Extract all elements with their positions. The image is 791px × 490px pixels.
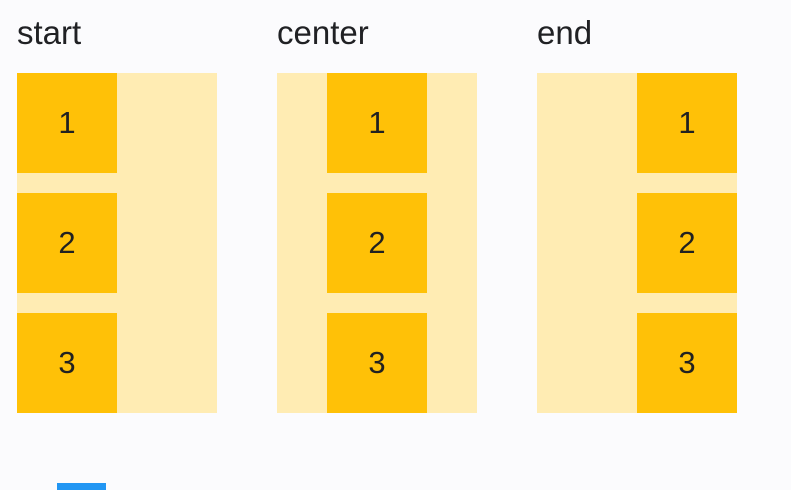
column-end: end 1 2 3: [537, 14, 737, 413]
box-number: 1: [678, 105, 696, 140]
box-number: 1: [368, 105, 386, 140]
column-label: end: [537, 14, 593, 51]
column-start: start 1 2 3: [17, 14, 217, 413]
flex-item-box: 1: [327, 73, 427, 173]
box-number: 3: [678, 345, 696, 380]
column-label: center: [277, 14, 369, 51]
alignment-demo-row: start 1 2 3 center 1 2 3 e: [17, 14, 737, 413]
alignment-container-center: 1 2 3: [277, 73, 477, 413]
box-number: 2: [678, 225, 696, 260]
flex-item-box: 2: [637, 193, 737, 293]
flex-item-box: 1: [17, 73, 117, 173]
alignment-container-end: 1 2 3: [537, 73, 737, 413]
flex-item-box: 3: [17, 313, 117, 413]
flex-item-box: 2: [17, 193, 117, 293]
column-center: center 1 2 3: [277, 14, 477, 413]
box-number: 3: [368, 345, 386, 380]
flex-item-box: 1: [637, 73, 737, 173]
box-number: 3: [58, 345, 76, 380]
box-number: 2: [58, 225, 76, 260]
alignment-container-start: 1 2 3: [17, 73, 217, 413]
flex-item-box: 3: [637, 313, 737, 413]
box-number: 2: [368, 225, 386, 260]
column-label: start: [17, 14, 82, 51]
flex-item-box: 2: [327, 193, 427, 293]
flex-item-box: 3: [327, 313, 427, 413]
bottom-blue-bar: [57, 483, 106, 490]
box-number: 1: [58, 105, 76, 140]
